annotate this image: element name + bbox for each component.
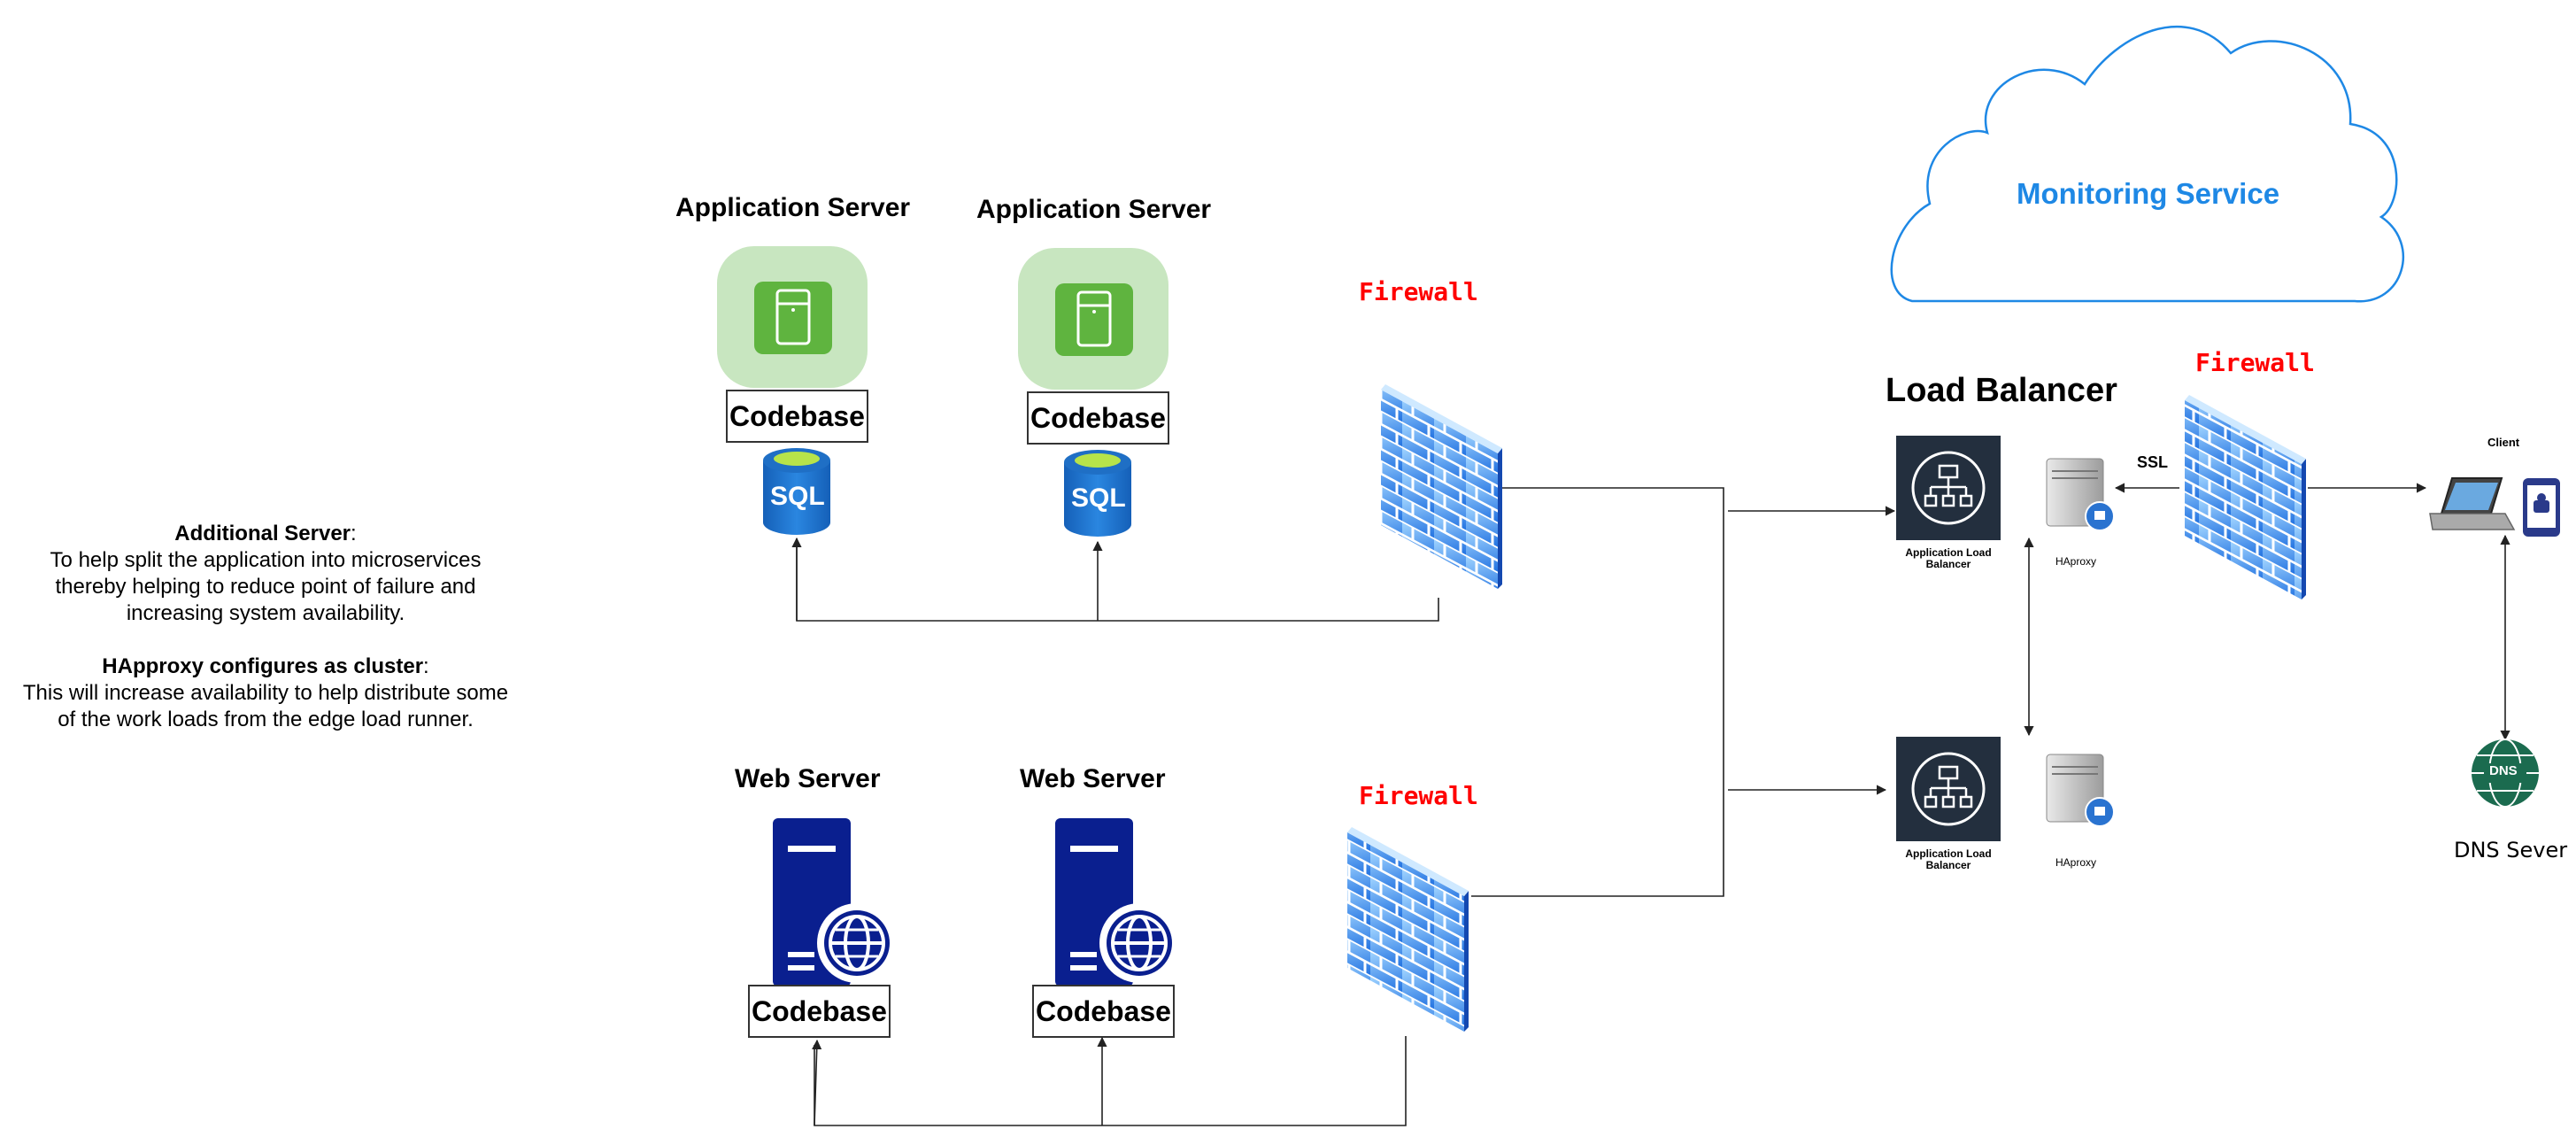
web-server-title-1: Web Server: [735, 764, 881, 793]
firewall-icon-edge: [2185, 395, 2306, 599]
note-1-line-3: increasing system availability.: [126, 601, 405, 625]
app-server-title-1: Application Server: [675, 193, 911, 222]
laptop-icon: [2429, 477, 2516, 530]
firewall-icon-app: [1381, 384, 1502, 589]
alb-label-bottom: Application Load Balancer: [1905, 847, 1992, 871]
web-server-title-2: Web Server: [1020, 764, 1166, 793]
app-server-title-2: Application Server: [976, 195, 1212, 224]
haproxy-label-bottom: HAproxy: [2055, 856, 2097, 869]
alb-icon-top: [1896, 436, 2001, 540]
note-2-title: HApproxy configures as cluster: [102, 654, 424, 678]
codebase-box-web-1: Codebase: [748, 985, 891, 1038]
note-2-line-2: of the work loads from the edge load run…: [58, 708, 474, 731]
note-1-line-1: To help split the application into micro…: [50, 548, 482, 572]
sql-database-icon-1: [763, 448, 830, 535]
web-server-icon-2: [1055, 818, 1179, 986]
sql-database-icon-2: [1064, 450, 1131, 537]
firewall-label-edge: Firewall: [2195, 348, 2315, 377]
firewall-icon-web: [1347, 827, 1469, 1032]
note-1-line-2: thereby helping to reduce point of failu…: [55, 575, 476, 599]
dns-server-label: DNS Sever: [2454, 838, 2568, 862]
load-balancer-title: Load Balancer: [1886, 372, 2117, 409]
app-server-icon-1: [717, 246, 868, 388]
cloud-shape: [1890, 25, 2404, 303]
note-2: HApproxy configures as cluster:: [102, 654, 429, 678]
alb-icon-bottom: [1896, 737, 2001, 841]
codebase-box-app-2: Codebase: [1027, 391, 1169, 445]
notes-text-block: Additional Server: To help split the app…: [0, 521, 531, 733]
dns-icon-text: DNS: [2489, 763, 2518, 778]
monitoring-service-label: Monitoring Service: [2017, 177, 2280, 210]
dns-globe-icon: [2472, 739, 2539, 808]
sql-label-2: SQL: [1071, 483, 1126, 513]
haproxy-server-icon-top: [2046, 458, 2115, 531]
client-label: Client: [2487, 436, 2520, 449]
app-server-icon-2: [1018, 248, 1168, 390]
codebase-box-app-1: Codebase: [726, 390, 868, 443]
note-1: Additional Server:: [174, 522, 357, 545]
firewall-label-web: Firewall: [1359, 781, 1478, 810]
alb-label-top: Application Load Balancer: [1905, 546, 1992, 570]
codebase-box-web-2: Codebase: [1032, 985, 1175, 1038]
mobile-phone-icon: [2523, 478, 2560, 537]
haproxy-label-top: HAproxy: [2055, 555, 2097, 568]
note-1-title: Additional Server: [174, 522, 351, 545]
haproxy-server-icon-bottom: [2046, 754, 2115, 827]
sql-label-1: SQL: [770, 482, 825, 511]
note-2-line-1: This will increase availability to help …: [22, 681, 509, 705]
ssl-label: SSL: [2137, 453, 2169, 471]
firewall-label-app: Firewall: [1359, 277, 1478, 306]
web-server-icon-1: [773, 818, 897, 986]
connectors: [791, 483, 2510, 1126]
